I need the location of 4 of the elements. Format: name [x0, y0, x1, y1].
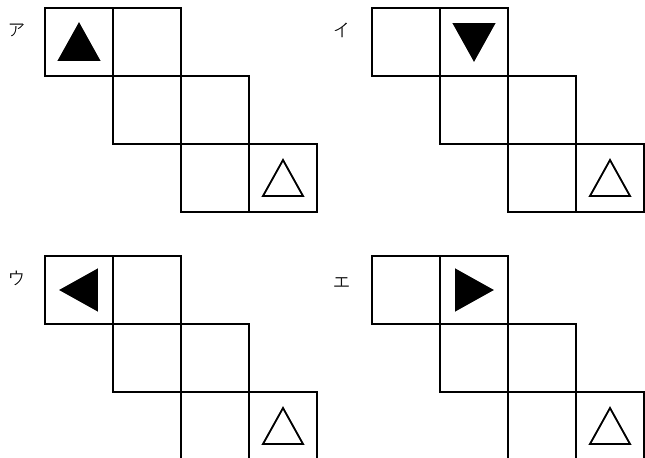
option-label: ウ — [8, 268, 25, 288]
option-label: イ — [333, 20, 350, 40]
option-label: エ — [333, 272, 350, 292]
option-label: ア — [8, 20, 25, 40]
